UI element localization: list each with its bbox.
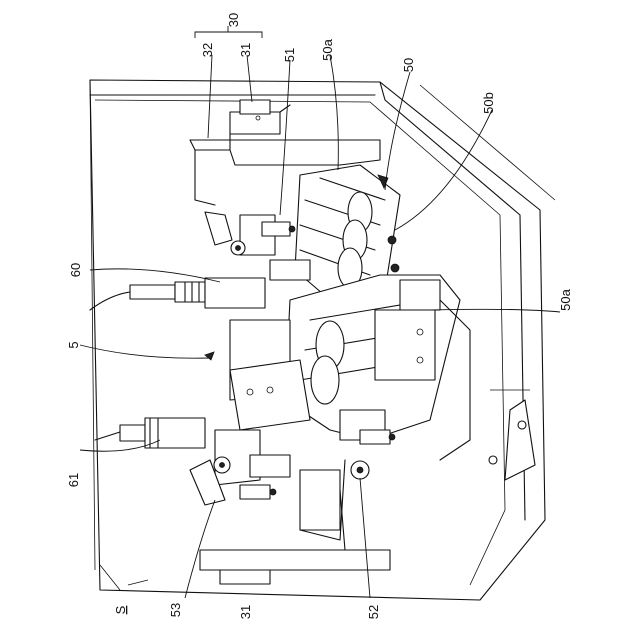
- label-32: 32: [200, 43, 215, 57]
- label-31-bottom: 31: [238, 605, 253, 619]
- clamp-52: [300, 410, 395, 540]
- label-30: 30: [226, 13, 241, 27]
- side-bracket: [489, 400, 535, 480]
- clamp-51: [205, 212, 310, 280]
- label-50a-top: 50a: [320, 38, 335, 60]
- label-53: 53: [168, 603, 183, 617]
- label-50: 50: [401, 58, 416, 72]
- bottom-mount-31: [200, 490, 390, 584]
- sensor-60: [90, 278, 265, 310]
- label-52: 52: [366, 605, 381, 619]
- label-31-top: 31: [238, 43, 253, 57]
- label-51: 51: [282, 48, 297, 62]
- label-60: 60: [68, 263, 83, 277]
- label-S: S: [113, 605, 128, 614]
- sensor-61: [95, 418, 205, 448]
- label-5: 5: [66, 341, 81, 348]
- label-61: 61: [66, 473, 81, 487]
- label-50a-right: 50a: [558, 288, 573, 310]
- label-50b: 50b: [481, 92, 496, 114]
